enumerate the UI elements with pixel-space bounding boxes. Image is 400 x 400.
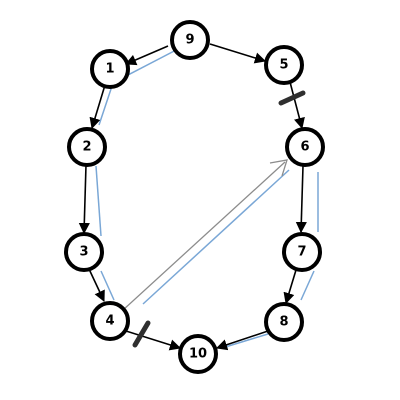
edge-9-5 (209, 43, 267, 64)
node-2[interactable]: 2 (67, 127, 107, 167)
edge-9-1 (124, 45, 169, 66)
node-6-label: 6 (300, 140, 309, 155)
node-7[interactable]: 7 (282, 232, 322, 272)
node-6[interactable]: 6 (285, 127, 325, 167)
node-5[interactable]: 5 (264, 45, 304, 85)
node-2-circle (67, 127, 107, 167)
edge-7-8 (283, 269, 297, 305)
edge-4-10 (125, 330, 182, 351)
node-8-circle (264, 302, 304, 342)
highlight-trace-8-10 (221, 333, 269, 349)
highlight-trace-9-1 (125, 47, 181, 77)
highlight-trace-4-6 (142, 169, 290, 305)
edge-6-7 (295, 165, 307, 234)
node-4-circle (90, 301, 130, 341)
node-1-label: 1 (105, 62, 114, 77)
highlight-trace-7-8 (300, 270, 315, 301)
nodes: 9 1 5 2 6 3 7 4 (64, 20, 325, 374)
node-4[interactable]: 4 (90, 301, 130, 341)
added-edge-arrowhead (269, 159, 288, 177)
node-4-label: 4 (105, 314, 114, 329)
node-10[interactable]: 10 (178, 334, 218, 374)
added-edge-4-6 (122, 159, 288, 311)
node-10-label: 10 (189, 347, 207, 362)
edge-5-6 (289, 81, 305, 130)
node-5-circle (264, 45, 304, 85)
cut-marks (132, 90, 306, 348)
node-3-label: 3 (79, 245, 88, 260)
node-9-circle (170, 20, 210, 60)
highlight-trace-3-4 (100, 270, 115, 301)
node-9-label: 9 (185, 33, 194, 48)
cut-mark-4-10 (132, 320, 151, 348)
node-1[interactable]: 1 (90, 49, 130, 89)
node-3-circle (64, 232, 104, 272)
edge-2-3 (78, 164, 90, 235)
edge-3-4 (88, 268, 105, 303)
edge-8-10 (215, 330, 269, 351)
node-7-circle (282, 232, 322, 272)
highlight-trace-2-3 (95, 165, 102, 237)
added-edge-line (122, 161, 286, 311)
edge-1-2 (89, 84, 106, 130)
node-9[interactable]: 9 (170, 20, 210, 60)
node-3[interactable]: 3 (64, 232, 104, 272)
highlight-trace-1-2 (98, 85, 113, 126)
node-6-circle (285, 127, 325, 167)
node-10-circle (178, 334, 218, 374)
highlighted-path (95, 47, 319, 349)
node-5-label: 5 (279, 58, 288, 73)
node-8[interactable]: 8 (264, 302, 304, 342)
node-8-label: 8 (279, 315, 288, 330)
node-2-label: 2 (82, 140, 91, 155)
cut-mark-5-6 (278, 90, 306, 106)
node-7-label: 7 (297, 245, 306, 260)
node-1-circle (90, 49, 130, 89)
edges (78, 43, 307, 351)
